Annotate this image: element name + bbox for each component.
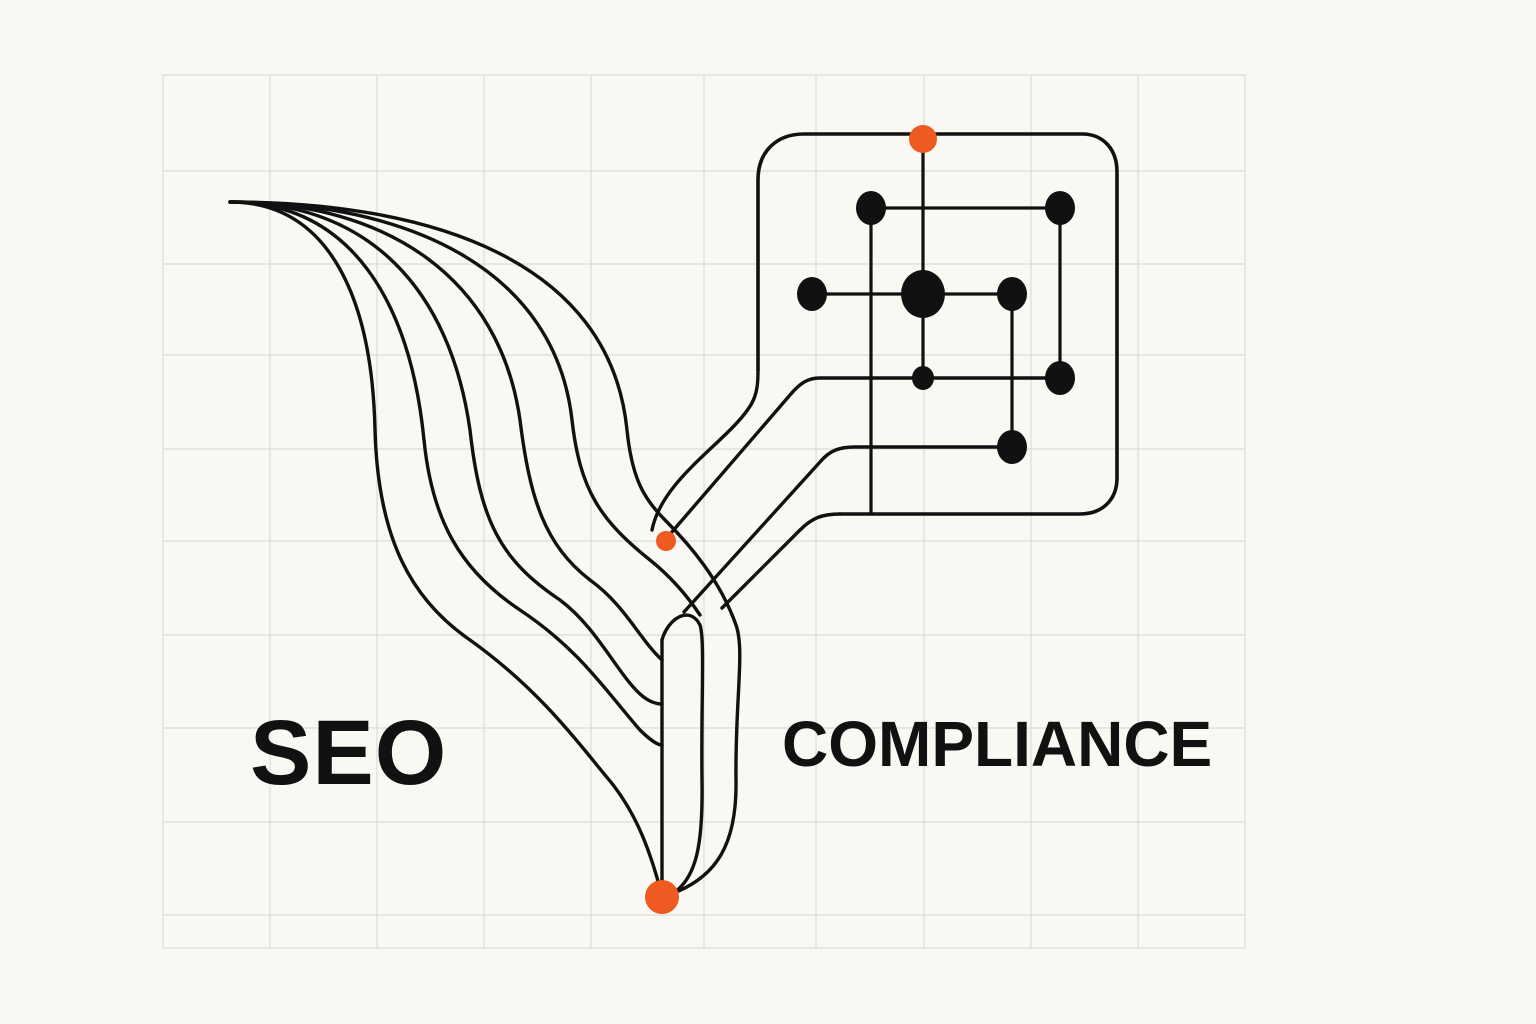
- accent-dot-top: [909, 125, 937, 153]
- node-top-left: [856, 191, 886, 225]
- seo-strand-2: [228, 200, 664, 747]
- label-compliance: COMPLIANCE: [782, 708, 1213, 780]
- connector-to-box: [650, 368, 760, 532]
- seo-strand-3: [228, 200, 664, 706]
- node-mid-right: [1045, 361, 1075, 395]
- compliance-connectors: [650, 368, 1060, 614]
- connector-to-row-4: [682, 445, 1014, 614]
- seo-strand-4: [228, 200, 664, 662]
- node-top-right: [1045, 191, 1075, 225]
- node-right: [997, 277, 1027, 311]
- connector-to-row-3: [663, 376, 1060, 542]
- compliance-box: [756, 132, 1119, 516]
- node-small: [912, 366, 934, 390]
- network-lines: [810, 138, 1062, 516]
- background-grid: [162, 74, 1246, 949]
- accent-dot-crossing: [656, 531, 676, 551]
- label-seo: SEO: [250, 702, 448, 804]
- connector-to-box-bottom: [720, 512, 842, 610]
- network-nodes: [797, 191, 1075, 464]
- accent-dot-bottom: [645, 880, 679, 914]
- accent-dots: [645, 125, 937, 914]
- seo-strand-1: [228, 200, 664, 897]
- bundle-line-2: [660, 613, 705, 897]
- node-bottom: [997, 430, 1027, 464]
- node-left: [797, 277, 827, 311]
- seo-strand-5: [228, 200, 702, 617]
- node-center: [901, 270, 945, 318]
- compliance-box-outline: [756, 132, 1119, 516]
